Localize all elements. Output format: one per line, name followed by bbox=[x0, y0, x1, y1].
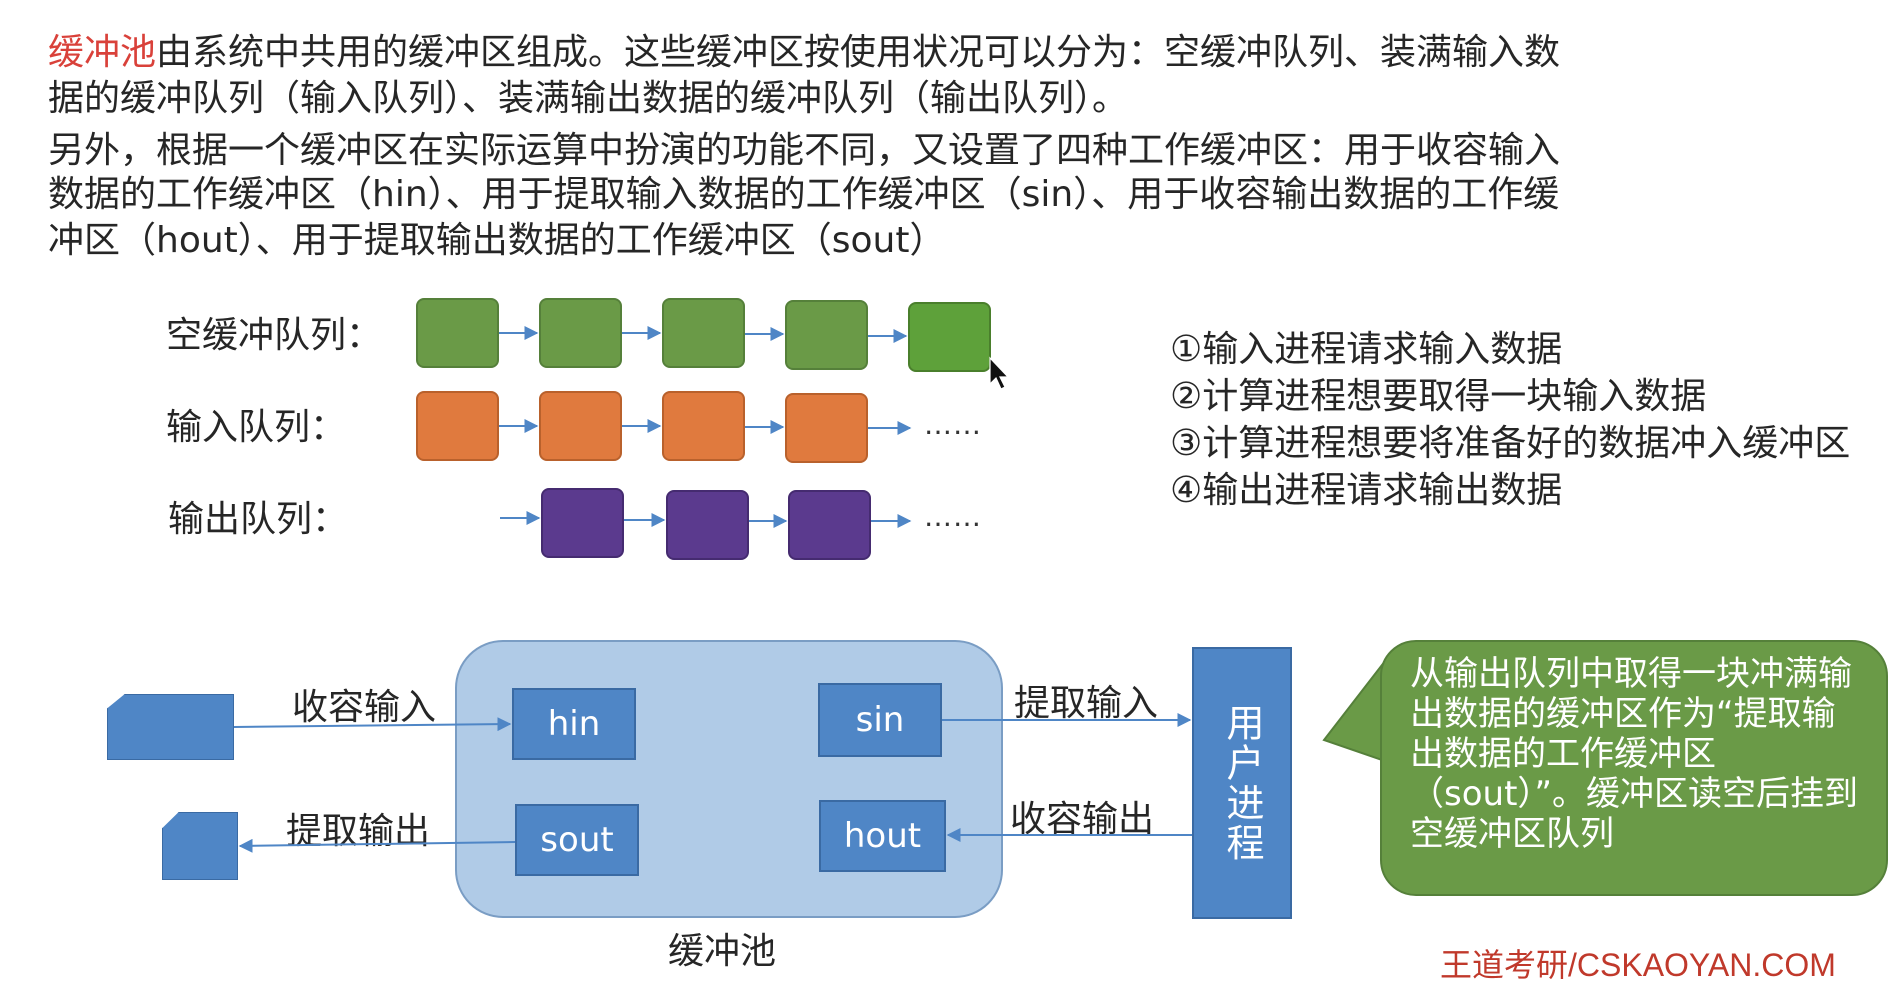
user-process-box: 用户进程 bbox=[1192, 647, 1292, 919]
sout-note-callout: 从输出队列中取得一块冲满输出数据的缓冲区作为“提取输出数据的工作缓冲区（sout… bbox=[1380, 640, 1888, 896]
step-1: ①输入进程请求输入数据 bbox=[1170, 329, 1563, 370]
sin-buffer: sin bbox=[818, 683, 942, 757]
output-buffer-block bbox=[666, 490, 749, 560]
buffer-pool-label: 缓冲池 bbox=[668, 931, 777, 972]
output-buffer-block bbox=[788, 490, 871, 560]
brand-watermark: 王道考研/CSKAOYAN.COM bbox=[1440, 947, 1836, 983]
empty-buffer-block bbox=[662, 298, 745, 368]
hout-buffer: hout bbox=[819, 800, 946, 872]
buffer-pool-term: 缓冲池 bbox=[48, 32, 157, 73]
input-buffer-block bbox=[785, 393, 868, 463]
input-device-icon bbox=[107, 694, 234, 760]
note-pointer bbox=[1322, 662, 1383, 762]
intro-line-1: 缓冲池由系统中共用的缓冲区组成。这些缓冲区按使用状况可以分为：空缓冲队列、装满输… bbox=[48, 30, 1708, 76]
intro-line-4: 数据的工作缓冲区（hin）、用于提取输入数据的工作缓冲区（sin）、用于收容输出… bbox=[48, 174, 1560, 215]
step-3: ③计算进程想要将准备好的数据冲入缓冲区 bbox=[1170, 423, 1851, 464]
collect-input-arrow bbox=[233, 717, 512, 732]
collect-input-label: 收容输入 bbox=[292, 687, 437, 728]
empty-buffer-block bbox=[416, 298, 499, 368]
step-4: ④输出进程请求输出数据 bbox=[1170, 470, 1563, 511]
output-queue-label: 输出队列： bbox=[168, 499, 349, 540]
output-device-icon bbox=[162, 812, 238, 880]
steps-list: ①输入进程请求输入数据 ②计算进程想要取得一块输入数据 ③计算进程想要将准备好的… bbox=[1170, 326, 1850, 514]
input-buffer-block bbox=[662, 391, 745, 461]
intro-line-2: 据的缓冲队列（输入队列）、装满输出数据的缓冲队列（输出队列）。 bbox=[48, 78, 1129, 119]
mouse-cursor-icon bbox=[989, 356, 1010, 390]
empty-buffer-block bbox=[785, 300, 868, 370]
output-buffer-block bbox=[541, 488, 624, 558]
empty-queue-label: 空缓冲队列： bbox=[166, 315, 383, 356]
extract-output-arrow bbox=[238, 838, 516, 853]
intro-line-5: 冲区（hout）、用于提取输出数据的工作缓冲区（sout） bbox=[48, 220, 946, 261]
hin-buffer: hin bbox=[512, 688, 636, 760]
extract-input-label: 提取输入 bbox=[1014, 683, 1159, 724]
intro-line-3: 另外，根据一个缓冲区在实际运算中扮演的功能不同，又设置了四种工作缓冲区：用于收容… bbox=[48, 130, 1561, 171]
input-buffer-block bbox=[539, 391, 622, 461]
step-2: ②计算进程想要取得一块输入数据 bbox=[1170, 376, 1707, 417]
empty-buffer-block bbox=[539, 298, 622, 368]
output-queue-ellipsis: …… bbox=[924, 500, 982, 533]
input-queue-ellipsis: …… bbox=[924, 408, 982, 441]
intro-line-1-text: 由系统中共用的缓冲区组成。这些缓冲区按使用状况可以分为：空缓冲队列、装满输入数 bbox=[156, 32, 1561, 73]
sout-buffer: sout bbox=[515, 804, 639, 876]
empty-buffer-block bbox=[908, 302, 991, 372]
collect-output-label: 收容输出 bbox=[1010, 799, 1155, 840]
input-queue-label: 输入队列： bbox=[166, 407, 347, 448]
input-buffer-block bbox=[416, 391, 499, 461]
